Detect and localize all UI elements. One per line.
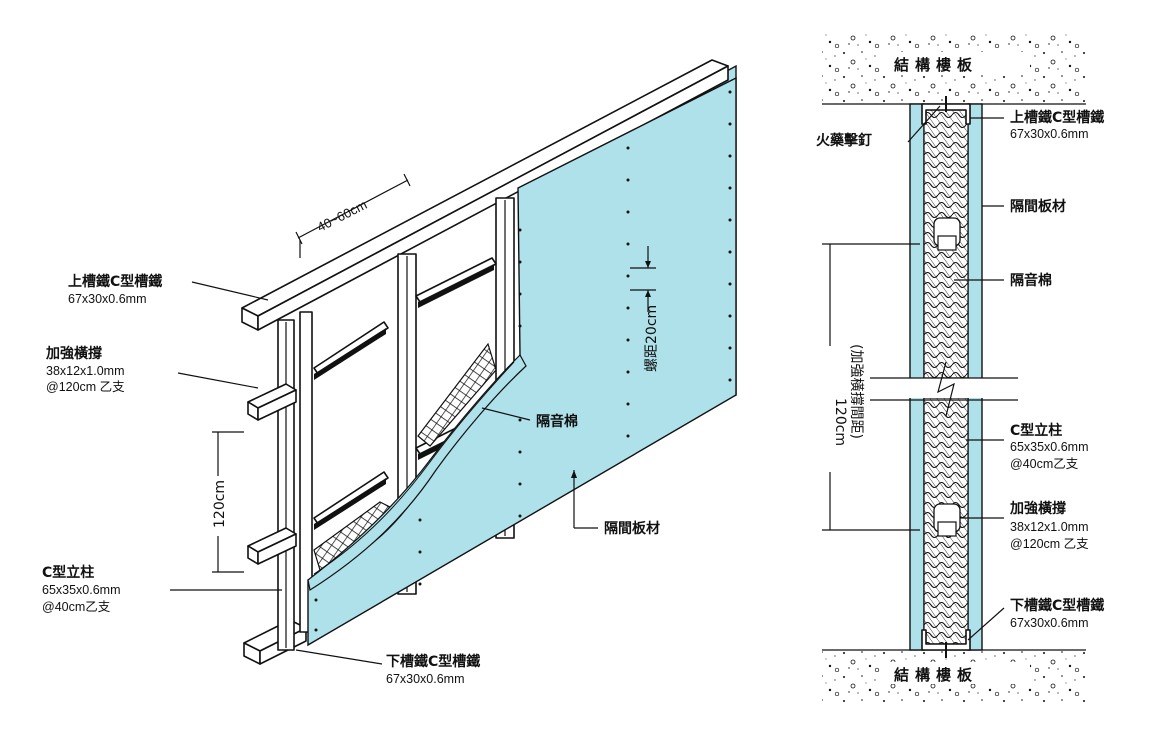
brace-gap-note-right: (加強橫撐間距) <box>848 344 864 439</box>
label-bottom-track-right: 下槽鐵C型槽鐵 67x30x0.6mm <box>1010 597 1104 630</box>
label-top-track-left: 上槽鐵C型槽鐵 67x30x0.6mm <box>68 273 162 306</box>
brace-end-upper <box>247 383 297 421</box>
svg-text:67x30x0.6mm: 67x30x0.6mm <box>1010 127 1089 141</box>
section-board-left <box>909 103 925 651</box>
screw-dimension: 螺距20cm <box>630 246 660 372</box>
section-brace-lower <box>933 503 961 537</box>
stud-gap-text: 40~60cm <box>315 197 370 235</box>
screw-dots <box>314 90 732 632</box>
brace-upper <box>313 257 497 380</box>
svg-text:@120cm 乙支: @120cm 乙支 <box>1010 537 1089 551</box>
svg-text:65x35x0.6mm: 65x35x0.6mm <box>42 583 121 597</box>
board-peel <box>307 354 527 591</box>
label-top-track-right: 上槽鐵C型槽鐵 67x30x0.6mm <box>1010 109 1104 141</box>
svg-text:67x30x0.6mm: 67x30x0.6mm <box>386 672 465 686</box>
screw-dim-text: 螺距20cm <box>644 305 660 372</box>
svg-text:上槽鐵C型槽鐵: 上槽鐵C型槽鐵 <box>68 273 162 290</box>
slab-top-text: 結構樓板 <box>894 56 978 74</box>
stud-1 <box>277 319 295 651</box>
svg-text:@40cm乙支: @40cm乙支 <box>1010 457 1079 471</box>
brace-end-lower <box>247 527 297 565</box>
brace-gap-text-right: 120cm <box>832 398 848 446</box>
label-anchor: 火藥擊釘 <box>816 132 872 149</box>
svg-text:@40cm乙支: @40cm乙支 <box>42 600 111 614</box>
svg-text:加強橫撐: 加強橫撐 <box>45 345 102 362</box>
label-insulation-right: 隔音棉 <box>1010 272 1052 289</box>
right-leaders <box>907 105 1005 641</box>
svg-text:67x30x0.6mm: 67x30x0.6mm <box>68 292 147 306</box>
section-board-right <box>967 103 983 651</box>
slab-bottom-text: 結構樓板 <box>894 666 978 684</box>
svg-text:67x30x0.6mm: 67x30x0.6mm <box>1010 616 1089 630</box>
label-brace-right: 加強橫撐 38x12x1.0mm @120cm 乙支 <box>1009 500 1089 551</box>
svg-text:C型立柱: C型立柱 <box>1010 422 1062 439</box>
brace-gap-dimension-left: 120cm <box>210 431 244 573</box>
svg-text:65x35x0.6mm: 65x35x0.6mm <box>1010 440 1089 454</box>
label-brace-left: 加強橫撐 38x12x1.0mm @120cm 乙支 <box>45 345 125 394</box>
svg-text:38x12x1.0mm: 38x12x1.0mm <box>1010 520 1089 534</box>
label-board-left: 隔間板材 <box>604 520 660 537</box>
board-peel-edge <box>313 361 515 575</box>
label-stud-right: C型立柱 65x35x0.6mm @40cm乙支 <box>1010 422 1089 471</box>
brace-gap-text-left: 120cm <box>212 480 228 528</box>
left-leaders <box>170 281 598 665</box>
brace-gap-dimension-right: 120cm (加強橫撐間距) <box>822 243 920 531</box>
stud-2 <box>299 311 313 633</box>
bottom-track <box>243 619 307 665</box>
svg-text:下槽鐵C型槽鐵: 下槽鐵C型槽鐵 <box>386 653 480 670</box>
break-line <box>870 361 1018 417</box>
section-bottom-track <box>921 629 971 651</box>
svg-text:上槽鐵C型槽鐵: 上槽鐵C型槽鐵 <box>1010 109 1104 126</box>
svg-text:加強橫撐: 加強橫撐 <box>1009 500 1066 517</box>
label-stud-left: C型立柱 65x35x0.6mm @40cm乙支 <box>42 564 121 614</box>
svg-text:@120cm 乙支: @120cm 乙支 <box>46 380 125 394</box>
svg-text:38x12x1.0mm: 38x12x1.0mm <box>46 364 125 378</box>
svg-text:下槽鐵C型槽鐵: 下槽鐵C型槽鐵 <box>1010 597 1104 614</box>
top-track <box>241 59 729 331</box>
label-board-right: 隔間板材 <box>1010 198 1066 215</box>
isometric-wall-view: 40~60cm 120cm 螺距20cm <box>42 59 737 686</box>
label-insulation-left: 隔音棉 <box>536 413 578 430</box>
label-bottom-track-left: 下槽鐵C型槽鐵 67x30x0.6mm <box>386 653 480 686</box>
section-brace-upper <box>933 217 961 251</box>
section-view: 結構樓板 結構樓板 <box>816 34 1104 702</box>
insulation-exposed <box>417 342 497 447</box>
svg-text:C型立柱: C型立柱 <box>42 564 94 581</box>
